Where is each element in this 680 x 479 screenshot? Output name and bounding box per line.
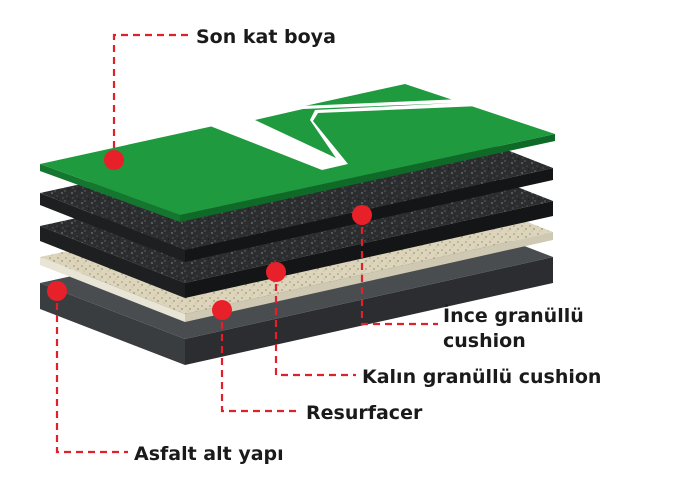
paint-side-front	[40, 164, 180, 222]
label-thick-granule-cushion: Kalın granüllü cushion	[362, 366, 601, 388]
resurfacer-side-front	[40, 257, 185, 322]
callout-resurfacer: Resurfacer	[212, 300, 423, 424]
callout-finish-paint: Son kat boya	[104, 26, 336, 170]
leader-resurfacer	[220, 310, 300, 413]
court-line-inner-green	[255, 103, 455, 158]
leader-thick-granule-cushion	[274, 272, 356, 377]
callout-fine-granule-cushion: İnce granüllü cushion	[352, 205, 584, 352]
fine-cushion-side-front	[40, 193, 185, 262]
marker-thick-granule-cushion	[266, 262, 286, 282]
label-fine-granule-cushion-line1: İnce granüllü	[443, 303, 584, 327]
marker-resurfacer	[212, 300, 232, 320]
label-resurfacer: Resurfacer	[306, 402, 423, 424]
layer-finish-paint	[40, 84, 555, 222]
leader-fine-granule-cushion	[360, 215, 438, 326]
label-asphalt-base: Asfalt alt yapı	[134, 443, 284, 465]
label-finish-paint: Son kat boya	[196, 26, 336, 48]
callout-thick-granule-cushion: Kalın granüllü cushion	[266, 262, 601, 388]
marker-finish-paint	[104, 150, 124, 170]
marker-fine-granule-cushion	[352, 205, 372, 225]
thick-cushion-side-front	[40, 226, 185, 298]
label-fine-granule-cushion-line2: cushion	[443, 330, 526, 352]
callout-asphalt-base: Asfalt alt yapı	[47, 281, 284, 465]
asphalt-base-side-front	[40, 283, 185, 365]
marker-asphalt-base	[47, 281, 67, 301]
paint-side-right	[180, 134, 555, 222]
leader-asphalt-base	[55, 291, 128, 454]
leader-finish-paint	[112, 33, 190, 160]
